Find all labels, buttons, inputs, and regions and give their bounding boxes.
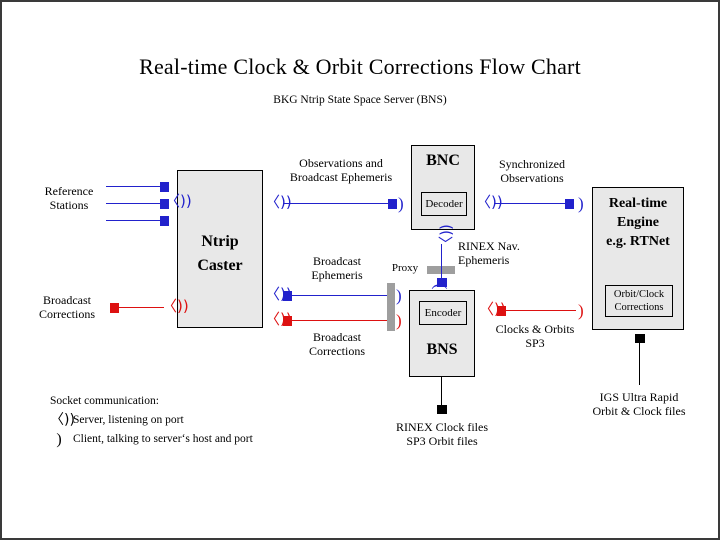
- legend-server-text: Server, listening on port: [73, 414, 184, 426]
- ntrip-caster-label-line2: Caster: [197, 257, 243, 274]
- reference-arrow-2-line: [106, 203, 162, 204]
- server-socket-icon-caster-obs: 〈)): [265, 193, 292, 211]
- orbit-clock-corrections-line2: Corrections: [614, 302, 664, 313]
- client-socket-icon-engine-in: ): [578, 194, 584, 213]
- broadcast-ephemeris-arrow-line: [292, 295, 393, 296]
- client-socket-icon-bns-rinex: ): [428, 283, 448, 290]
- observations-line1: Observations and: [299, 156, 383, 170]
- observations-arrow-line: [283, 203, 390, 204]
- page-title: Real-time Clock & Orbit Corrections Flow…: [139, 54, 581, 79]
- sync-observations-arrow-head: [565, 199, 574, 209]
- legend: Socket communication: 〈)) Server, listen…: [50, 392, 253, 449]
- rinex-files-arrow-line: [441, 377, 442, 409]
- client-socket-icon-bns-corr: ): [396, 311, 402, 330]
- observations-arrow-head: [388, 199, 397, 209]
- proxy-label: Proxy: [391, 262, 419, 274]
- observations-label: Observations and Broadcast Ephemeris: [265, 156, 417, 184]
- reference-arrow-3-head: [160, 216, 169, 226]
- bnc-decoder-label: Decoder: [425, 198, 463, 210]
- broadcast-corrections-left-label: Broadcast Corrections: [12, 293, 122, 321]
- broadcast-ephemeris-label: Broadcast Ephemeris: [287, 254, 387, 282]
- client-socket-icon-legend: ): [56, 431, 62, 448]
- clocks-orbits-arrow-head: [497, 306, 506, 316]
- server-socket-icon-bnc-out: 〈)): [476, 193, 503, 211]
- rinex-nav-line2: Ephemeris: [458, 253, 510, 267]
- bnc-title: BNC: [426, 152, 460, 169]
- client-socket-icon-bns-eph: ): [396, 286, 402, 305]
- broadcast-corrections-left-line2: Corrections: [39, 307, 95, 321]
- server-socket-icon-legend: 〈)): [50, 412, 75, 428]
- clocks-orbits-line2: SP3: [525, 336, 545, 350]
- ntrip-caster-label-line1: Ntrip: [201, 233, 239, 250]
- rinex-nav-label: RINEX Nav. Ephemeris: [458, 239, 568, 267]
- clocks-orbits-arrow-line: [506, 310, 576, 311]
- broadcast-corrections-left-arrow-head: [110, 303, 119, 313]
- rinex-nav-arrow-head: [437, 278, 447, 287]
- broadcast-ephemeris-line1: Broadcast: [313, 254, 361, 268]
- broadcast-corrections-left-arrow-line: [119, 307, 164, 308]
- engine-label-line3: e.g. RTNet: [606, 234, 670, 249]
- igs-label: IGS Ultra Rapid Orbit & Clock files: [572, 390, 706, 418]
- engine-label-line1: Real-time: [608, 196, 668, 211]
- sync-observations-line2: Observations: [500, 171, 564, 185]
- realtime-engine-box[interactable]: Real-time Engine e.g. RTNet Orbit/Clock …: [592, 187, 684, 330]
- broadcast-ephemeris-line2: Ephemeris: [311, 268, 363, 282]
- sync-observations-arrow-line: [494, 203, 567, 204]
- legend-row-server: 〈)) Server, listening on port: [50, 411, 253, 430]
- rinex-files-label: RINEX Clock files SP3 Orbit files: [377, 420, 507, 448]
- bnc-decoder-box[interactable]: Decoder: [421, 192, 467, 216]
- bns-encoder-box[interactable]: Encoder: [419, 301, 467, 325]
- reference-arrow-3-line: [106, 220, 162, 221]
- broadcast-corrections-mid-line2: Corrections: [309, 344, 365, 358]
- server-socket-icon-caster-out-left: 〈)): [162, 297, 189, 315]
- engine-label-line2: Engine: [616, 215, 659, 230]
- client-socket-icon-engine-sp3: ): [578, 301, 584, 320]
- orbit-clock-corrections-box[interactable]: Orbit/Clock Corrections: [605, 285, 673, 317]
- proxy-bar-vertical: [387, 283, 395, 331]
- ntrip-caster-box[interactable]: Ntrip Caster: [177, 170, 263, 328]
- bns-title: BNS: [426, 341, 458, 358]
- sync-observations-label: Synchronized Observations: [472, 157, 592, 185]
- clocks-orbits-line1: Clocks & Orbits: [495, 322, 575, 336]
- client-socket-icon-bnc-in: ): [398, 194, 404, 213]
- broadcast-corrections-mid-arrow-line: [292, 320, 393, 321]
- legend-row-client: ) Client, talking to server‘s host and p…: [50, 430, 253, 449]
- igs-arrow-head: [635, 334, 645, 343]
- broadcast-corrections-left-line1: Broadcast: [43, 293, 91, 307]
- rinex-nav-arrow-line: [441, 244, 442, 282]
- bns-box[interactable]: Encoder BNS: [409, 290, 475, 377]
- legend-heading: Socket communication:: [50, 395, 159, 407]
- reference-arrow-1-head: [160, 182, 169, 192]
- reference-arrow-2-head: [160, 199, 169, 209]
- igs-arrow-line: [639, 342, 640, 385]
- rinex-nav-line1: RINEX Nav.: [458, 239, 520, 253]
- bns-encoder-label: Encoder: [424, 307, 462, 319]
- broadcast-corrections-mid-line1: Broadcast: [313, 330, 361, 344]
- page-subtitle: BKG Ntrip State Space Server (BNS): [273, 94, 447, 106]
- observations-line2: Broadcast Ephemeris: [289, 170, 393, 184]
- broadcast-corrections-mid-arrow-head: [283, 316, 292, 326]
- reference-stations-line2: Stations: [49, 198, 89, 212]
- igs-line2: Orbit & Clock files: [592, 404, 686, 418]
- broadcast-ephemeris-arrow-head: [283, 291, 292, 301]
- clocks-orbits-label: Clocks & Orbits SP3: [480, 322, 590, 350]
- sync-observations-line1: Synchronized: [499, 157, 565, 171]
- igs-line1: IGS Ultra Rapid: [599, 390, 679, 404]
- broadcast-corrections-mid-label: Broadcast Corrections: [287, 330, 387, 358]
- reference-stations-label: Reference Stations: [16, 184, 122, 212]
- legend-client-text: Client, talking to server‘s host and por…: [73, 433, 253, 445]
- server-socket-icon-caster-in: 〈)): [165, 192, 192, 210]
- rinex-files-line2: SP3 Orbit files: [406, 434, 478, 448]
- reference-stations-line1: Reference: [44, 184, 94, 198]
- rinex-files-line1: RINEX Clock files: [396, 420, 488, 434]
- orbit-clock-corrections-line1: Orbit/Clock: [613, 289, 665, 300]
- bnc-box[interactable]: BNC Decoder: [411, 145, 475, 230]
- reference-arrow-1-line: [106, 186, 162, 187]
- rinex-files-arrow-head: [437, 405, 447, 414]
